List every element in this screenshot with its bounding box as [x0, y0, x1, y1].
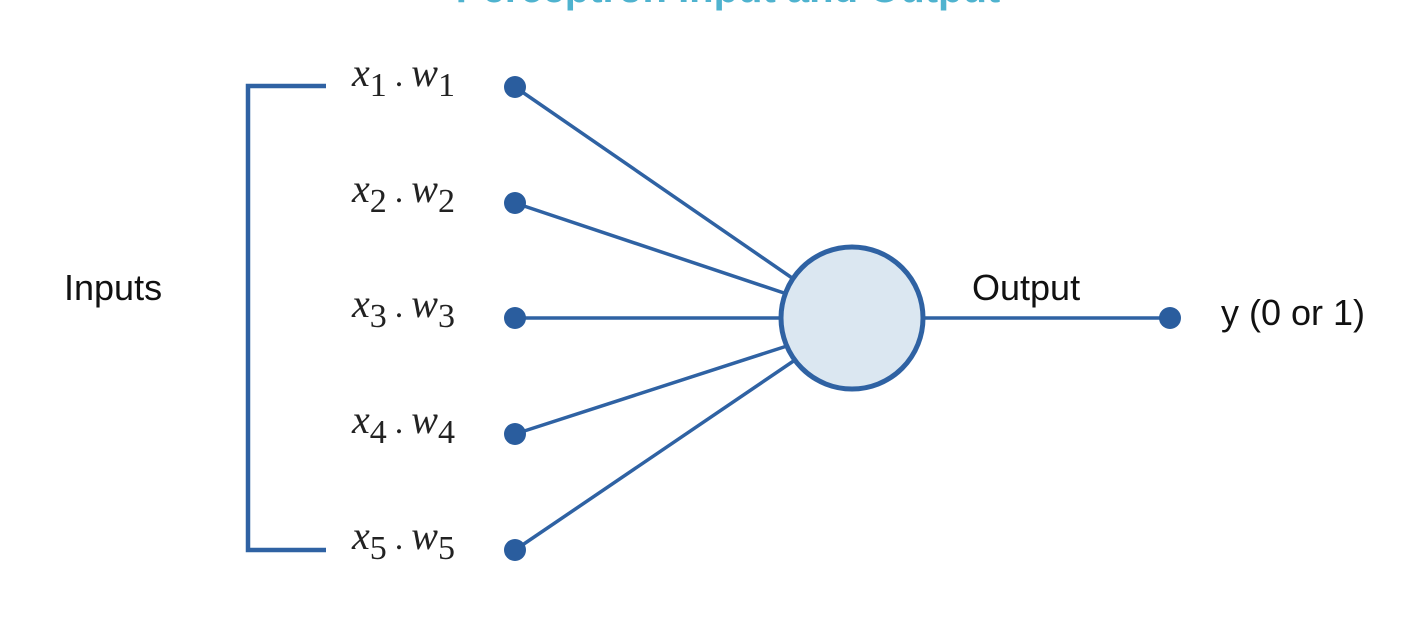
input-label-x-sub: 5 [370, 530, 387, 567]
input-label-4: x4.w4 [351, 397, 455, 451]
input-label-x: x [351, 513, 370, 558]
inputs-bracket [245, 83, 326, 553]
input-label-w: w [411, 397, 438, 442]
input-label-w-sub: 3 [438, 298, 455, 335]
input-label-dot: . [395, 57, 404, 94]
input-label-w-sub: 2 [438, 183, 455, 220]
input-node-5 [504, 539, 526, 561]
input-node-3 [504, 307, 526, 329]
input-label-x: x [351, 50, 370, 95]
output-value: y (0 or 1) [1221, 292, 1365, 333]
input-label-w: w [411, 513, 438, 558]
input-label-x: x [351, 397, 370, 442]
input-label-5: x5.w5 [351, 513, 455, 567]
input-connections [514, 85, 796, 552]
input-connection-4 [514, 344, 788, 436]
neuron-node [778, 244, 926, 392]
input-label-w: w [411, 166, 438, 211]
input-label-1: x1.w1 [351, 50, 455, 104]
input-label-w-sub: 1 [438, 67, 455, 104]
input-label-dot: . [395, 404, 404, 441]
input-label-w: w [411, 50, 438, 95]
input-connection-5 [514, 358, 796, 552]
input-label-dot: . [395, 173, 404, 210]
input-node-1 [504, 76, 526, 98]
input-label-x: x [351, 166, 370, 211]
inputs-label: Inputs [64, 267, 162, 308]
output-label: Output [972, 267, 1080, 308]
input-label-3: x3.w3 [351, 281, 455, 335]
input-connection-1 [514, 85, 796, 282]
input-connection-2 [514, 201, 788, 296]
output-node [1159, 307, 1181, 329]
input-label-x: x [351, 281, 370, 326]
input-labels: x1.w1 x2.w2 x3.w3 x4.w4 x5.w5 [351, 50, 455, 567]
input-label-2: x2.w2 [351, 166, 455, 220]
input-node-4 [504, 423, 526, 445]
input-node-2 [504, 192, 526, 214]
input-label-dot: . [395, 288, 404, 325]
input-label-x-sub: 3 [370, 298, 387, 335]
diagram-title: Perceptron Input and Output [456, 0, 1000, 11]
input-label-w: w [411, 281, 438, 326]
input-nodes [504, 76, 526, 561]
input-label-w-sub: 5 [438, 530, 455, 567]
input-label-dot: . [395, 520, 404, 557]
input-label-x-sub: 2 [370, 183, 387, 220]
input-label-w-sub: 4 [438, 414, 455, 451]
input-label-x-sub: 1 [370, 67, 387, 104]
input-label-x-sub: 4 [370, 414, 387, 451]
